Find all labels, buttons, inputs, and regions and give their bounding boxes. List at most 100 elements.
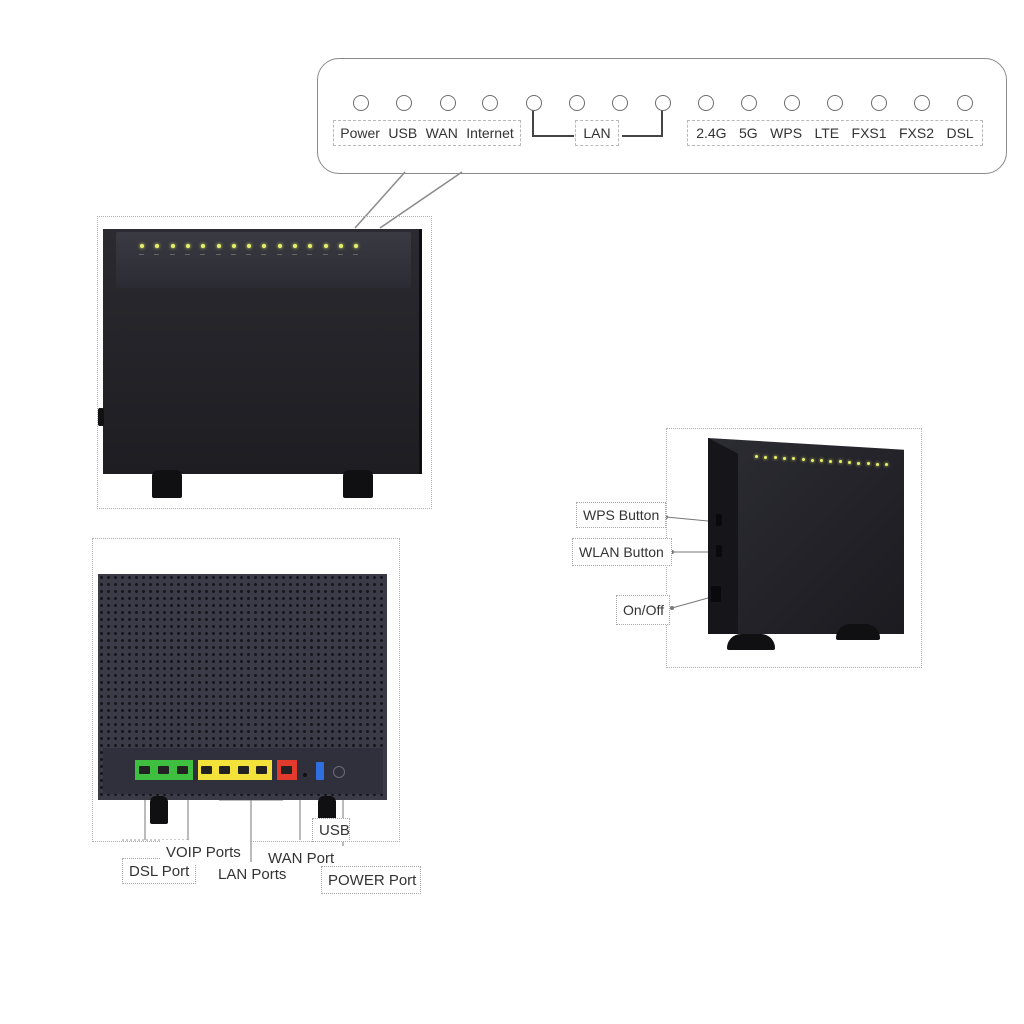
side-led-dot (764, 455, 768, 459)
power-port (333, 766, 345, 778)
led-lte-indicator (827, 95, 843, 111)
router-side-body (708, 438, 904, 634)
wan-port-label-text: WAN Port (268, 849, 335, 867)
led-dsl-indicator (957, 95, 973, 111)
voip-ports-label: VOIP Ports (160, 840, 250, 864)
side-led-dot (829, 459, 833, 463)
side-wps-button (716, 514, 722, 526)
front-led-dot (308, 244, 313, 248)
front-led-label-mark (337, 254, 343, 255)
led-label-fxs1: FXS1 (851, 125, 887, 141)
voip-ports (135, 760, 193, 780)
side-led-dot (782, 456, 786, 460)
front-led-label-mark (154, 254, 160, 255)
front-led-dot (201, 244, 206, 248)
router-side-left-foot (727, 634, 775, 650)
front-led-label-mark (200, 254, 206, 255)
usb-port (316, 762, 324, 780)
front-led-label-mark (184, 254, 190, 255)
front-led-label-mark (139, 254, 144, 255)
side-led-dot (820, 459, 824, 463)
front-led-dot (277, 244, 282, 248)
reset-pinhole (303, 773, 307, 777)
led-label-power: Power (340, 125, 380, 141)
side-led-dot (773, 456, 777, 460)
led-fxs1-indicator (871, 95, 887, 111)
front-led-dot (338, 244, 343, 248)
front-led-label-mark (215, 254, 221, 255)
lan-ports (198, 760, 272, 780)
led-label-lan: LAN (575, 120, 619, 146)
led-label-24g: 2.4G (696, 125, 727, 141)
router-front-left-foot (152, 470, 182, 498)
led-label-5g: 5G (739, 125, 758, 141)
led-labels-group-status: Power USB WAN Internet (333, 120, 521, 146)
led-label-lan-text: LAN (583, 125, 611, 141)
on-off-label: On/Off (616, 595, 670, 625)
led-labels-group-wireless: 2.4G 5G WPS LTE FXS1 FXS2 DSL (687, 120, 983, 146)
front-led-dot (216, 244, 221, 248)
led-24g-indicator (698, 95, 714, 111)
dsl-port-label: DSL Port (122, 858, 196, 884)
led-lan1-indicator (526, 95, 542, 111)
led-label-usb: USB (388, 125, 418, 141)
front-led-dot (293, 244, 297, 248)
front-side-button (98, 408, 104, 426)
side-led-dot (857, 461, 861, 465)
router-front-led-strip (116, 232, 411, 288)
front-led-label-mark (169, 254, 175, 255)
wan-port (277, 760, 297, 780)
front-view-frame (97, 216, 432, 509)
led-wan-indicator (440, 95, 456, 111)
led-label-wps: WPS (770, 125, 803, 141)
wps-button-label-text: WPS Button (583, 507, 660, 523)
front-led-dot (231, 244, 236, 248)
front-led-label-mark (353, 254, 359, 255)
wps-button-label: WPS Button (576, 502, 666, 528)
side-led-dot (801, 458, 805, 461)
front-led-dot (155, 244, 160, 248)
led-5g-indicator (741, 95, 757, 111)
front-led-dot (262, 244, 267, 248)
power-port-label-text: POWER Port (328, 871, 417, 889)
wlan-button-label: WLAN Button (572, 538, 672, 566)
power-port-label: POWER Port (321, 866, 421, 894)
led-label-internet: Internet (466, 125, 514, 141)
dsl-port-label-text: DSL Port (129, 862, 190, 880)
voip-ports-label-text: VOIP Ports (166, 843, 241, 861)
front-led-dot (170, 244, 175, 248)
router-back-left-foot (150, 796, 168, 824)
front-led-dot (185, 244, 190, 248)
led-fxs2-indicator (914, 95, 930, 111)
led-lan2-indicator (569, 95, 585, 111)
usb-label: USB (312, 818, 350, 842)
led-label-dsl: DSL (946, 125, 974, 141)
side-led-dot (848, 461, 851, 464)
front-led-dot (140, 244, 144, 248)
side-led-dot (885, 463, 889, 467)
led-label-fxs2: FXS2 (899, 125, 935, 141)
router-front-right-foot (343, 470, 373, 498)
front-led-dot (247, 244, 252, 248)
front-led-dot (354, 244, 359, 248)
led-power-indicator (353, 95, 369, 111)
front-led-dot (323, 244, 328, 248)
side-led-dot (875, 462, 879, 466)
router-side-edge (708, 438, 738, 634)
front-led-label-mark (292, 254, 297, 255)
front-led-label-mark (322, 254, 328, 255)
front-led-label-mark (307, 254, 313, 255)
led-wps-indicator (784, 95, 800, 111)
led-lan4-indicator (655, 95, 671, 111)
wlan-button-label-text: WLAN Button (579, 544, 664, 560)
front-led-label-mark (230, 254, 236, 255)
led-label-lte: LTE (814, 125, 840, 141)
led-lan3-indicator (612, 95, 628, 111)
front-led-label-mark (261, 254, 267, 255)
usb-label-text: USB (319, 821, 350, 839)
side-led-dot (792, 457, 796, 461)
side-wlan-button (716, 545, 722, 557)
led-internet-indicator (482, 95, 498, 111)
side-led-dot (838, 460, 842, 464)
side-led-dot (810, 458, 814, 462)
